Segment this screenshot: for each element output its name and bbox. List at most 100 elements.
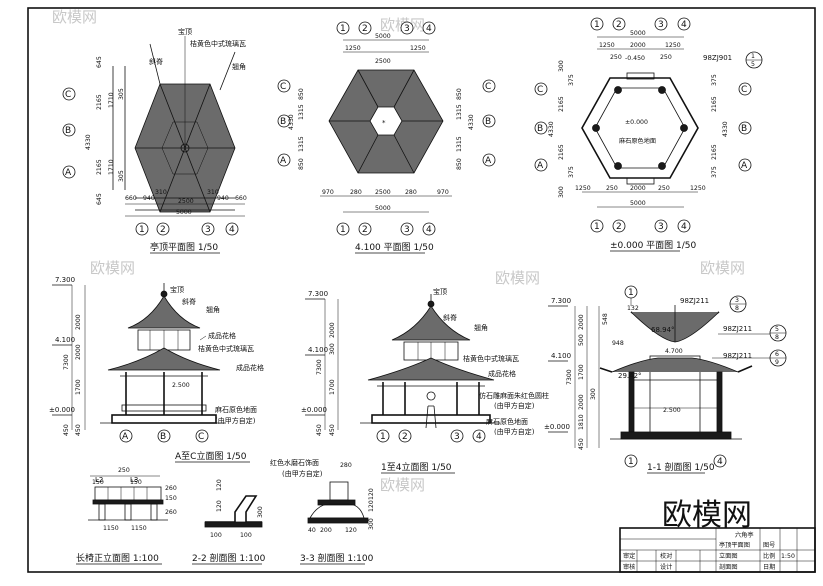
dim: 2165 [711,96,718,112]
dim: 120 [368,500,375,512]
dim: 250 [606,185,618,192]
inner-level: 2.500 [172,382,190,389]
angle-lower: 29.42° [618,372,642,380]
dim: 850 [298,158,305,170]
dim: 4330 [85,134,92,150]
dim: 4330 [548,121,555,137]
dim: 1250 [599,42,615,49]
axis-4: 4 [681,20,687,30]
dim: 500 [578,334,585,346]
dim: 310 [155,189,167,196]
cell: 图号 [763,542,775,549]
dim: 5000 [375,205,391,212]
dim: 280 [340,462,352,469]
sheet-border [27,7,816,573]
dim: 4330 [722,121,729,137]
scale-figure [425,391,437,429]
base [111,414,217,424]
axis-1: 1 [380,432,386,442]
dim: 1700 [578,364,585,380]
axis-4: 4 [426,24,432,34]
dim: 850 [456,88,463,100]
label-eave: 翘角 [206,305,220,314]
dim: 1315 [456,104,463,120]
ground-plan: 1 2 3 4 1 2 3 4 C B A C B A 5000 1250 20… [534,17,763,252]
axis-a: A [741,161,748,171]
ref-num: 1 [751,53,755,60]
axis-4: 4 [717,457,723,467]
dim: 1710 [108,159,115,175]
label-floor-note: (由甲方自定) [494,427,535,436]
dim: 2165 [558,144,565,160]
section-2-2: 120 120 300 100 100 2-2 剖面图 1:100 [192,479,266,565]
bench-title: 长椅正立面图 1:100 [76,552,159,564]
scale-value: 1:50 [781,553,795,560]
axis-2: 2 [362,24,368,34]
dim: 120 [368,488,375,500]
dim: 2165 [711,144,718,160]
dim: 1150 [103,525,119,532]
axis-b: B [280,117,286,127]
cell: 校对 [660,552,672,560]
watermark: 欧模网 [90,259,135,277]
dim: 120 [216,479,223,491]
axis-2: 2 [616,20,622,30]
dim: 5000 [630,30,646,37]
ref-den: 9 [775,359,779,366]
ref-code: 98ZJ211 [723,325,752,333]
level-0: ±0.000 [544,423,570,431]
label-baoding: 宝顶 [433,287,447,296]
center-level: ±0.000 [625,119,648,126]
dim: 100 [210,532,222,539]
dim: 1250 [410,45,426,52]
ref-code: 98ZJ901 [703,54,732,62]
dim: 150 [92,479,104,486]
dim: 150 [130,479,142,486]
plan2-title: 4.100 平面图 1/50 [355,242,434,253]
column-section [628,371,635,433]
dim: 660 [125,195,137,202]
section1-title: 1-1 剖面图 1/50 [647,461,715,473]
axis-3: 3 [658,20,664,30]
section-1-1: 7.300 4.100 ±0.000 2000 500 7300 1700 30… [544,285,787,474]
dim: 1810 [578,414,585,430]
dim: 2000 [75,314,82,330]
label-eave: 翘角 [232,62,246,71]
dim: 120 [216,500,223,512]
level-4100: 4.100 [308,346,328,354]
step [626,72,655,80]
dim: 2165 [96,94,103,110]
lower-roof-section [611,357,739,373]
step [626,177,655,185]
label-baoding: 宝顶 [178,27,192,36]
axis-4: 4 [476,432,482,442]
axis-c: C [65,90,71,100]
dim: 375 [568,74,575,86]
dim: 4330 [288,114,295,130]
label-lattice: 成品花格 [488,369,516,378]
dim: 300 [329,343,336,355]
label-terrazzo-note: (由甲方自定) [282,469,323,478]
cell: 比例 [763,552,775,560]
dim: 970 [322,189,334,196]
cell: 审核 [623,563,635,571]
inner-level-4700: 4.700 [665,348,683,355]
dim: 100 [240,532,252,539]
platform-outer [581,77,699,179]
axis-a: A [280,156,287,166]
dim: 250 [610,54,622,61]
axis-b: B [537,124,543,134]
base [371,414,491,424]
ref-num: 5 [775,326,779,333]
dim: 2165 [558,96,565,112]
dim: 1250 [575,185,591,192]
axis-4: 4 [681,222,687,232]
dim: 1150 [131,525,147,532]
axis-2: 2 [616,222,622,232]
bench-seat [92,499,164,505]
ref-num: 6 [775,351,779,358]
dim: -0.450 [625,55,645,62]
label-floor-note: (由甲方自定) [215,416,256,425]
column-section [716,371,723,433]
